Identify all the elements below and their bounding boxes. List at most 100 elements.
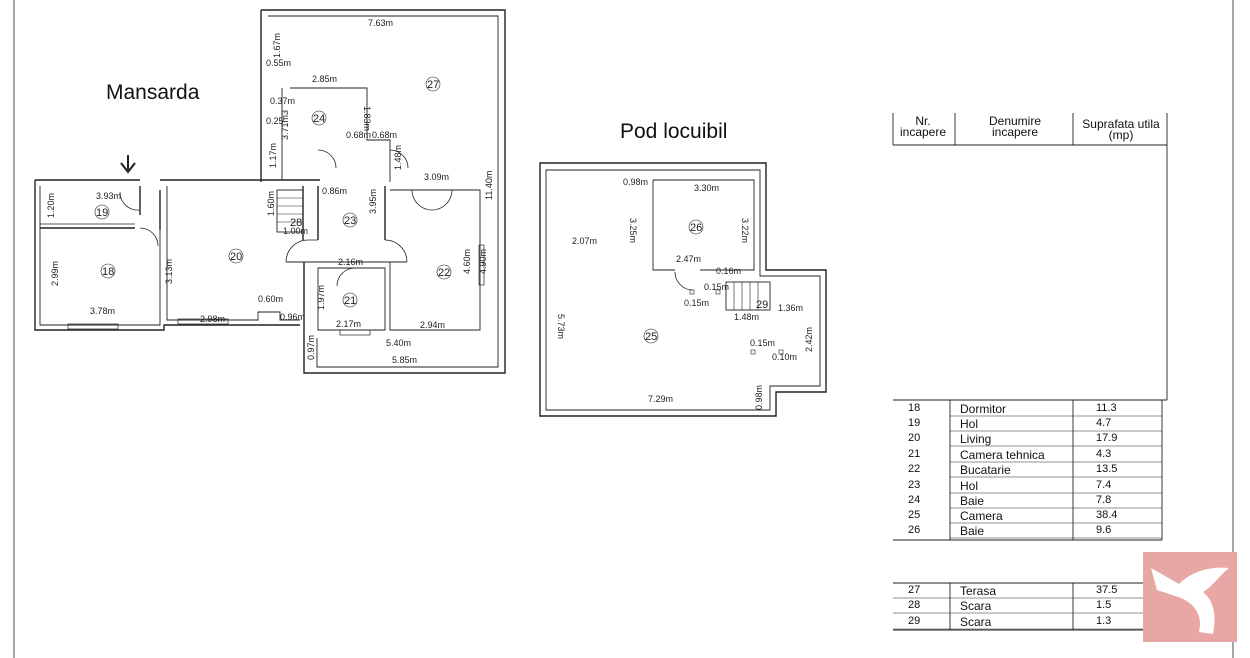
row-number: 21 [908, 448, 921, 460]
row-number: 25 [908, 509, 921, 521]
room-number: 24 [313, 113, 325, 125]
row-area: 1.5 [1096, 599, 1112, 611]
column [689, 289, 695, 295]
dim: 1.67m [272, 33, 282, 58]
dim: 5.40m [386, 338, 411, 348]
table-row: 22 Bucatarie 13.5 [887, 462, 1168, 477]
dim: 1.83m [362, 106, 372, 131]
dim: 1.60m [266, 191, 276, 216]
header-line: incapere [991, 125, 1039, 139]
table-row: 23 Hol 7.4 [887, 478, 1168, 493]
row-number: 23 [908, 479, 921, 491]
dim: 0.15m [750, 338, 775, 348]
row-name: Scara [960, 615, 992, 629]
table-header-denumire: Denumire incapere [960, 114, 1070, 139]
dim: 0.37m [270, 96, 295, 106]
row-number: 28 [908, 599, 921, 611]
dim: 1.97m [316, 285, 326, 310]
room-number: 23 [344, 215, 356, 227]
room-number: 25 [645, 331, 657, 343]
door-arc [139, 227, 159, 247]
window [478, 244, 485, 286]
dim: 2.99m [50, 261, 60, 286]
row-area: 1.3 [1096, 615, 1112, 627]
dim: 2.94m [420, 320, 445, 330]
dim: 1.48m [734, 312, 759, 322]
row-name: Terasa [960, 584, 997, 598]
room-labels-pod: 25 26 29 [643, 219, 768, 344]
table-header-suprafata: Suprafata utila (mp) [1074, 117, 1168, 142]
row-area: 37.5 [1096, 584, 1118, 596]
door-arc [674, 271, 694, 291]
column [715, 289, 721, 295]
table-row: 18 Dormitor 11.3 [887, 401, 1168, 416]
row-area: 17.9 [1096, 432, 1118, 444]
dim: 1.20m [46, 193, 56, 218]
dim: 2.47m [676, 254, 701, 264]
row-name: Dormitor [960, 402, 1007, 416]
mansarda-plan [34, 9, 506, 374]
room-21-walls [317, 267, 386, 331]
dim: 4.90m [478, 249, 488, 274]
dim: 0.86m [322, 186, 347, 196]
dim: 1.00m [283, 226, 308, 236]
room-number: 21 [344, 295, 356, 307]
row-number: 18 [908, 402, 921, 414]
dim: 3.30m [694, 183, 719, 193]
window [67, 323, 119, 330]
row-area: 7.4 [1096, 479, 1112, 491]
row-number: 27 [908, 584, 921, 596]
table-header-nr: Nr. incapere [895, 115, 951, 138]
row-number: 24 [908, 494, 921, 506]
dim: 0.60m [258, 294, 283, 304]
room-number: 18 [102, 266, 114, 278]
header-line: Denumire [988, 114, 1042, 128]
dim: 5.85m [392, 355, 417, 365]
room-number: 26 [690, 222, 702, 234]
header-line: (mp) [1108, 128, 1134, 142]
door-arc [317, 149, 337, 169]
door-arc [389, 149, 409, 169]
pod-inner [545, 169, 821, 411]
dim: 0.98m [754, 385, 764, 410]
dim: 7.29m [648, 394, 673, 404]
dim: 0.68m [372, 130, 397, 140]
row-area: 11.3 [1096, 402, 1117, 414]
row-name: Hol [960, 479, 979, 493]
dim: 0.15m [684, 298, 709, 308]
pod-plan [539, 162, 827, 417]
dim: 7.63m [368, 18, 393, 28]
room-number: 28 [290, 217, 302, 229]
terrace-inner [268, 15, 499, 368]
row-area: 38.4 [1096, 509, 1118, 521]
dim: 3.78m [90, 306, 115, 316]
dim: 2.16m [338, 257, 363, 267]
pod-outline [539, 162, 827, 417]
table-row: 27 Terasa 37.5 [887, 583, 1168, 598]
row-name: Bucatarie [960, 463, 1011, 477]
row-area: 13.5 [1096, 463, 1118, 475]
header-line: Suprafata utila [1082, 117, 1160, 131]
door-arc [285, 239, 318, 263]
row-number: 22 [908, 463, 921, 475]
dim: 3.93m [96, 191, 121, 201]
row-name: Camera [960, 509, 1003, 523]
house-outline [34, 179, 320, 331]
row-name: Camera tehnica [960, 448, 1045, 462]
dim: 2.42m [804, 327, 814, 352]
dim: 5.73m [556, 314, 566, 339]
room-labels-mansarda: 18 19 20 21 22 23 24 27 28 [94, 76, 452, 308]
title-pod-locuibil: Pod locuibil [620, 120, 728, 143]
dim: 3.25m [628, 218, 638, 243]
room-number: 19 [96, 207, 108, 219]
dim: 3.13m [164, 259, 174, 284]
door-arc [119, 191, 141, 211]
dim: 0.10m [772, 352, 797, 362]
dim: 1.48m [393, 145, 403, 170]
dim: 4.60m [462, 249, 472, 274]
